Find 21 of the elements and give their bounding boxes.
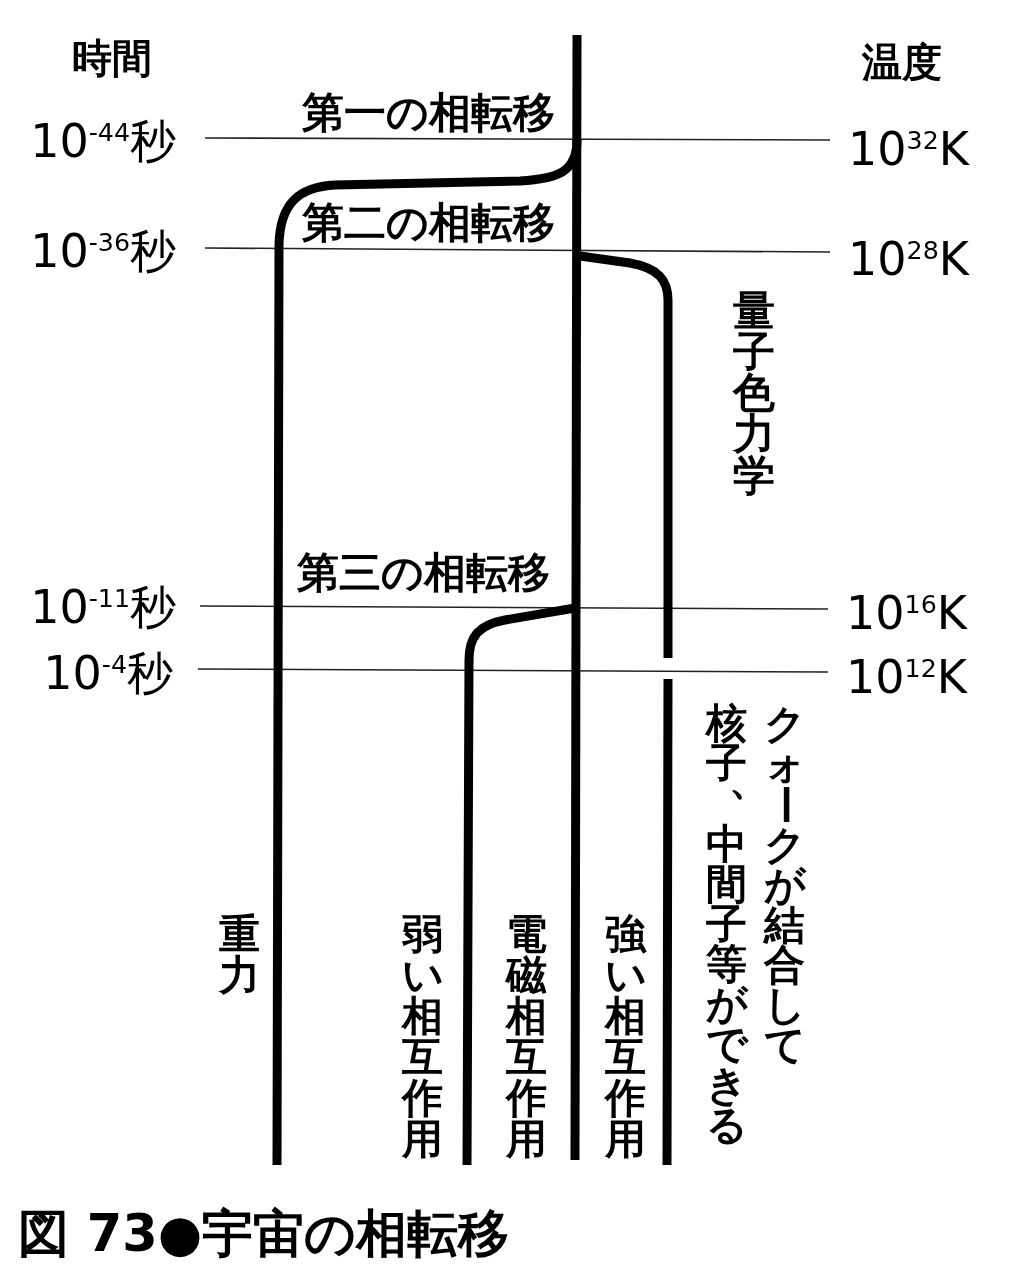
note-text: クォークが結合して bbox=[764, 704, 805, 1066]
axis-heading: 時間 bbox=[72, 38, 152, 78]
force-label: 弱い相互作用 bbox=[402, 914, 443, 1160]
transition-label: 第二の相転移 bbox=[302, 202, 555, 244]
figure-caption: 図 73●宇宙の相転移 bbox=[18, 1208, 510, 1259]
transition-label: 第三の相転移 bbox=[297, 552, 550, 594]
force-label: 強い相互作用 bbox=[605, 914, 646, 1160]
force-label: 重力 bbox=[219, 914, 260, 996]
note-text: 核子、中間子等ができる bbox=[706, 703, 747, 1145]
axis-heading: 温度 bbox=[862, 42, 942, 82]
force-label: 電磁相互作用 bbox=[506, 914, 547, 1160]
time-label: 10$^{-36}$秒 bbox=[30, 228, 176, 274]
temperature-label: 10$^{16}$K bbox=[846, 590, 967, 636]
branch-label: 量子色力学 bbox=[733, 290, 775, 496]
time-label: 10$^{-11}$秒 bbox=[30, 584, 176, 630]
temperature-label: 10$^{32}$K bbox=[848, 126, 969, 172]
time-label: 10$^{-4}$秒 bbox=[43, 650, 173, 696]
temperature-label: 10$^{28}$K bbox=[848, 236, 969, 282]
time-label: 10$^{-44}$秒 bbox=[30, 118, 176, 164]
temperature-label: 10$^{12}$K bbox=[846, 654, 967, 700]
transition-label: 第一の相転移 bbox=[302, 92, 555, 134]
